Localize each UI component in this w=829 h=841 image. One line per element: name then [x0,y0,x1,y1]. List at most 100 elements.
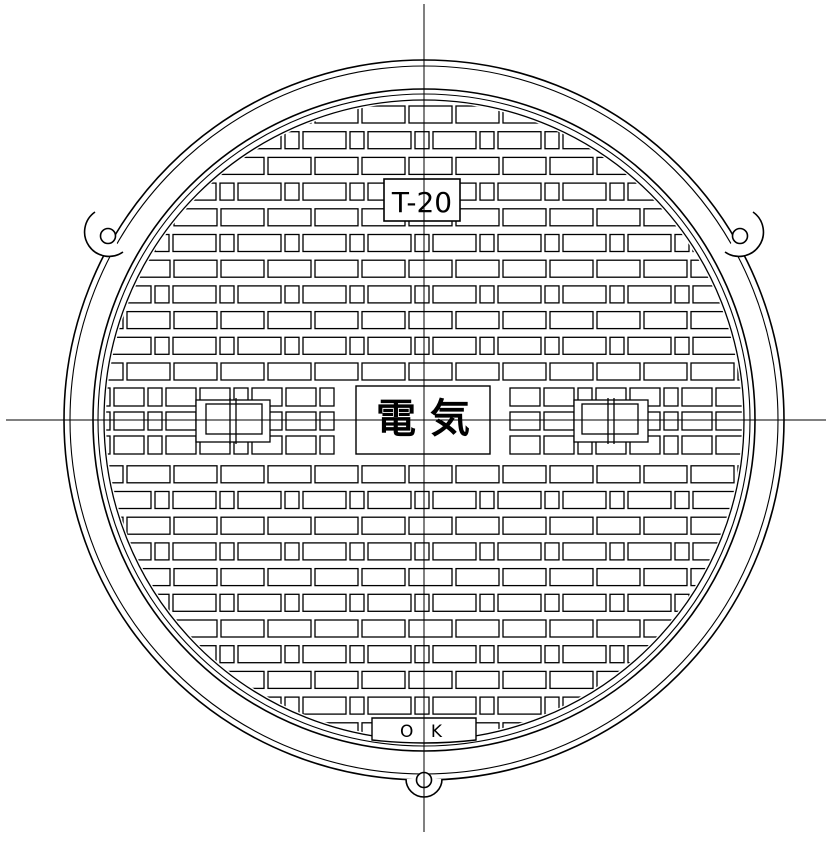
pattern-block [367,285,412,304]
pattern-block [549,567,594,587]
pattern-block [219,645,235,664]
pattern-block [596,310,641,330]
pattern-block [737,670,742,690]
pattern-block [479,542,495,561]
pattern-block [172,490,217,510]
pattern-block [126,105,171,124]
pattern-block [479,336,495,355]
pattern-block [674,285,690,304]
pattern-block [106,411,111,431]
pattern-block [544,131,560,150]
pattern-block [220,516,265,535]
pattern-block [502,516,547,535]
load-class-frame [383,178,461,222]
pattern-block [267,362,312,381]
pattern-block [219,696,235,715]
pattern-block [544,490,560,510]
pattern-block [497,131,542,150]
pattern-block [455,670,500,690]
pattern-block [609,490,625,510]
lug-left [83,211,124,258]
pattern-block [758,183,801,200]
pattern-block [284,542,300,561]
pattern-block [220,465,265,484]
pattern-block [674,490,690,510]
pattern-block [455,516,500,535]
pattern-block [361,516,406,535]
lug-right [724,211,765,258]
pattern-block [172,696,217,715]
pattern-block [627,542,672,561]
pattern-block [627,336,672,355]
pattern-block [549,362,594,381]
pattern-block [147,411,163,431]
pattern-block [126,362,171,381]
pattern-block [692,490,737,510]
pattern-block [643,259,688,278]
pattern-block [267,156,312,176]
pattern-block [414,696,430,715]
pattern-block [126,670,171,690]
pattern-block [285,411,317,431]
pattern-block [502,670,547,690]
pattern-block [219,182,235,201]
pattern-block [107,696,152,715]
pattern-block [544,285,560,304]
pattern-block [361,362,406,381]
pattern-block [758,132,801,149]
pattern-block [173,722,218,738]
pattern-block [690,105,735,124]
pattern-block [106,105,124,124]
pattern-block [314,310,359,330]
pattern-block [106,619,124,638]
pattern-block [285,387,317,407]
pattern-block [302,336,347,355]
usage-label: 電 気 [376,396,470,442]
pattern-block [408,619,453,638]
pattern-block [549,310,594,330]
pattern-block [596,619,641,638]
pattern-block [284,182,300,201]
pattern-block [497,645,542,664]
pattern-block [737,105,742,124]
pattern-block [237,285,282,304]
pattern-block [154,696,170,715]
pattern-block [237,336,282,355]
pattern-block [367,233,412,253]
pattern-block [758,594,801,611]
pattern-block [361,259,406,278]
pattern-block [237,490,282,510]
pattern-block [106,387,111,407]
pattern-block [502,465,547,484]
pattern-block [220,362,265,381]
pattern-block [314,208,359,227]
pattern-block [267,465,312,484]
pattern-block [502,567,547,587]
pattern-block [302,593,347,612]
pattern-block [479,490,495,510]
pattern-block [497,182,542,201]
pattern-block [455,310,500,330]
pattern-block [502,310,547,330]
pattern-block [562,542,607,561]
pattern-block [737,619,742,638]
pattern-block [663,411,679,431]
pattern-block [302,696,347,715]
pattern-block [173,465,218,484]
pattern-block [172,285,217,304]
pattern-block [314,362,359,381]
load-class-plate: T-20 [383,178,461,222]
pattern-block [609,645,625,664]
pattern-block [90,697,104,714]
pattern-block [544,336,560,355]
pattern-block [408,362,453,381]
pattern-block [643,156,688,176]
pattern-block [284,233,300,253]
maker-mark: O K [400,722,448,742]
pattern-block [154,645,170,664]
pattern-block [361,670,406,690]
pattern-block [609,696,625,715]
pattern-block [284,336,300,355]
pattern-block [237,182,282,201]
pattern-block [502,105,547,124]
